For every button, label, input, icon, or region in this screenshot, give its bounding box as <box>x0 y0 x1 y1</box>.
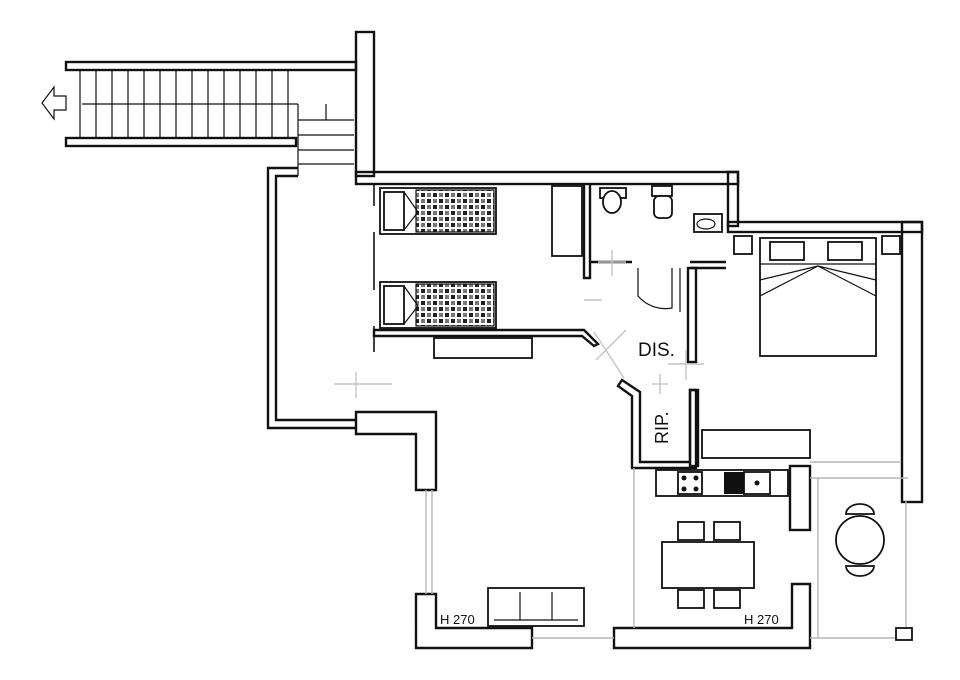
dresser <box>701 429 811 459</box>
sink-icon <box>693 213 723 233</box>
wardrobe <box>551 185 583 257</box>
kitchen-counter <box>655 469 789 497</box>
kitchen-sink-icon <box>724 472 744 494</box>
door-markers <box>334 250 704 398</box>
single-bed-upper <box>379 187 497 235</box>
room-label-rip: RIP. <box>652 411 672 444</box>
bathroom-fixtures <box>599 185 723 233</box>
toilet-icon <box>599 187 627 214</box>
glazing <box>425 461 908 639</box>
exterior-staircase <box>64 60 358 176</box>
terrace-table-set <box>835 503 885 577</box>
nightstand-right <box>881 235 901 255</box>
dining-set <box>661 521 755 609</box>
stove-icon <box>681 475 699 492</box>
sofa <box>487 587 585 627</box>
exit-arrow-icon <box>41 85 67 121</box>
exterior-walls <box>266 30 924 650</box>
bidet-icon <box>651 185 673 219</box>
terrace-planter <box>895 627 913 641</box>
single-bed-lower <box>379 281 497 329</box>
ceiling-height-living: H 270 <box>440 612 475 627</box>
double-bed <box>759 237 877 357</box>
room-label-dis: DIS. <box>638 340 675 361</box>
desk <box>433 337 533 359</box>
nightstand-left <box>733 235 753 255</box>
ceiling-height-kitchen: H 270 <box>744 612 779 627</box>
